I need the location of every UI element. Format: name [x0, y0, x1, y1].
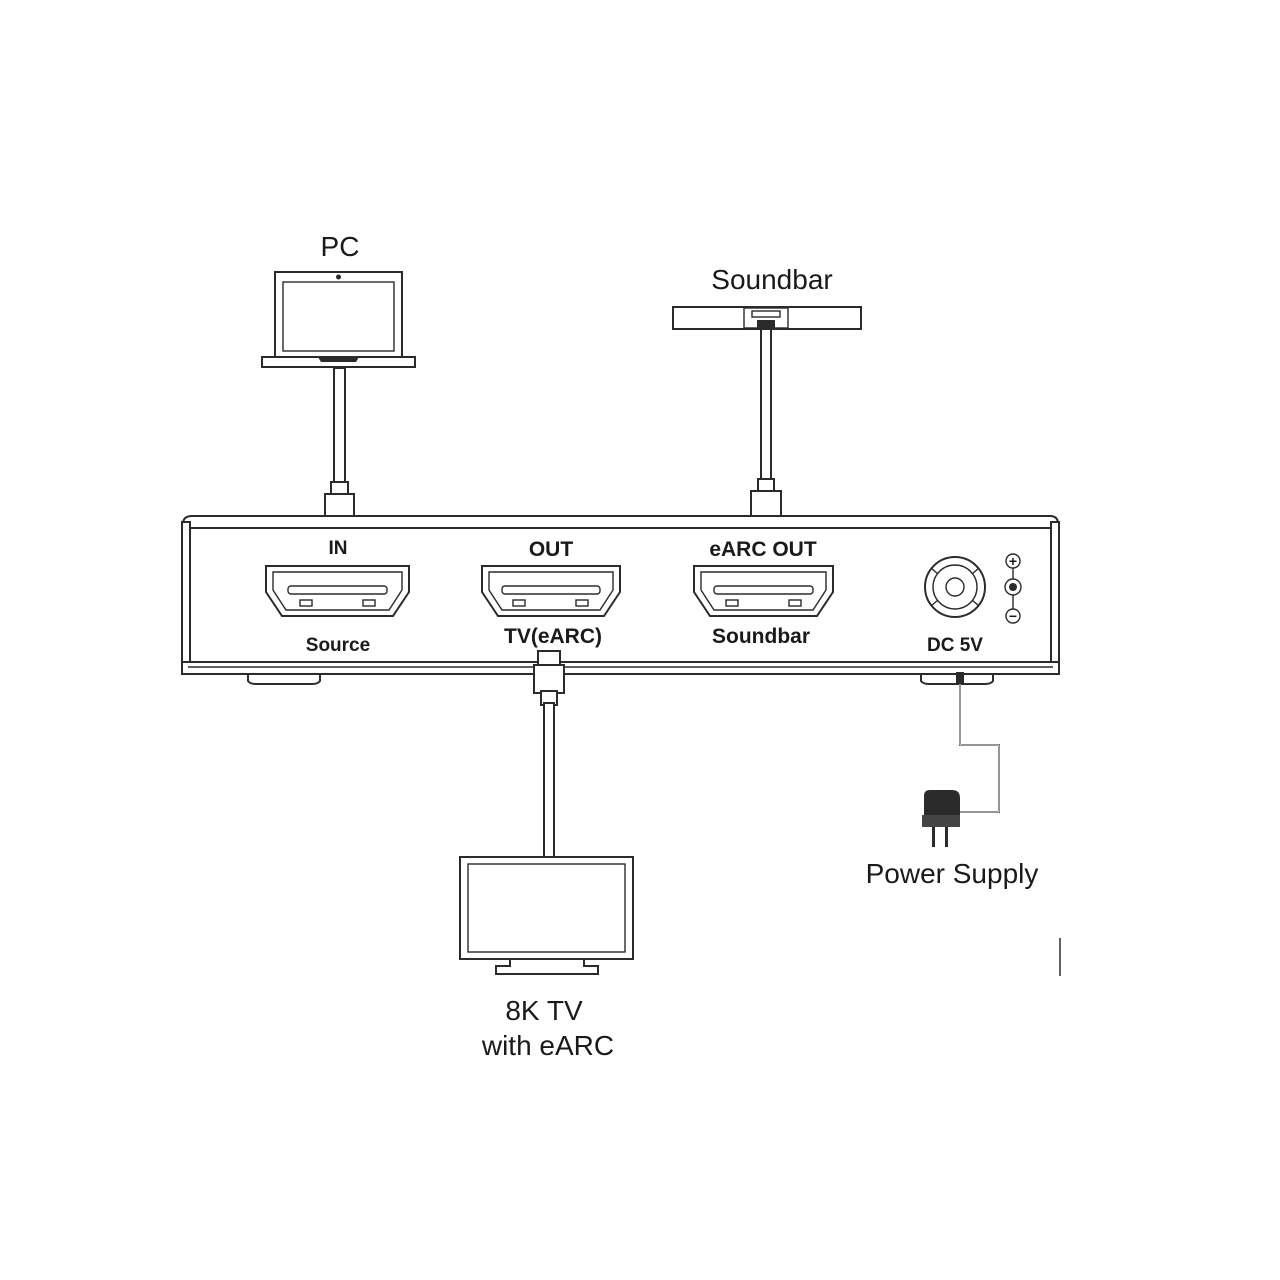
polarity-minus-label: − — [1009, 608, 1017, 624]
port-earc-out-sub-label: Soundbar — [712, 625, 810, 648]
polarity-plus-label: + — [1009, 553, 1017, 569]
tv-icon — [459, 856, 634, 975]
tv-label-line1: 8K TV — [505, 995, 583, 1026]
hdmi-out-port-icon — [481, 565, 621, 617]
hdmi-earc-out-port-icon — [693, 565, 834, 617]
hdmi-earc-extractor-body — [181, 515, 1060, 685]
port-dc-label: DC 5V — [927, 635, 983, 656]
port-out-sub-label: TV(eARC) — [504, 625, 602, 648]
port-earc-out-label: eARC OUT — [709, 538, 817, 561]
soundbar-icon — [672, 306, 862, 330]
dc-power-jack-icon — [924, 556, 986, 618]
power-cable — [956, 672, 1000, 813]
soundbar-hdmi-cable — [750, 328, 782, 531]
port-out-label: OUT — [529, 538, 574, 561]
hdmi-in-port-icon — [265, 565, 410, 617]
tv-label-line2: with eARC — [481, 1030, 614, 1061]
pc-laptop-icon — [261, 271, 416, 368]
port-in-sub-label: Source — [306, 635, 370, 656]
soundbar-label: Soundbar — [711, 264, 832, 295]
power-adapter-icon — [922, 790, 960, 847]
polarity-symbol-icon — [1004, 553, 1022, 624]
port-in-label: IN — [329, 538, 348, 559]
pc-label: PC — [321, 231, 360, 262]
tv-hdmi-cable — [533, 650, 565, 858]
power-supply-label: Power Supply — [866, 858, 1039, 889]
pc-hdmi-cable — [324, 367, 355, 532]
